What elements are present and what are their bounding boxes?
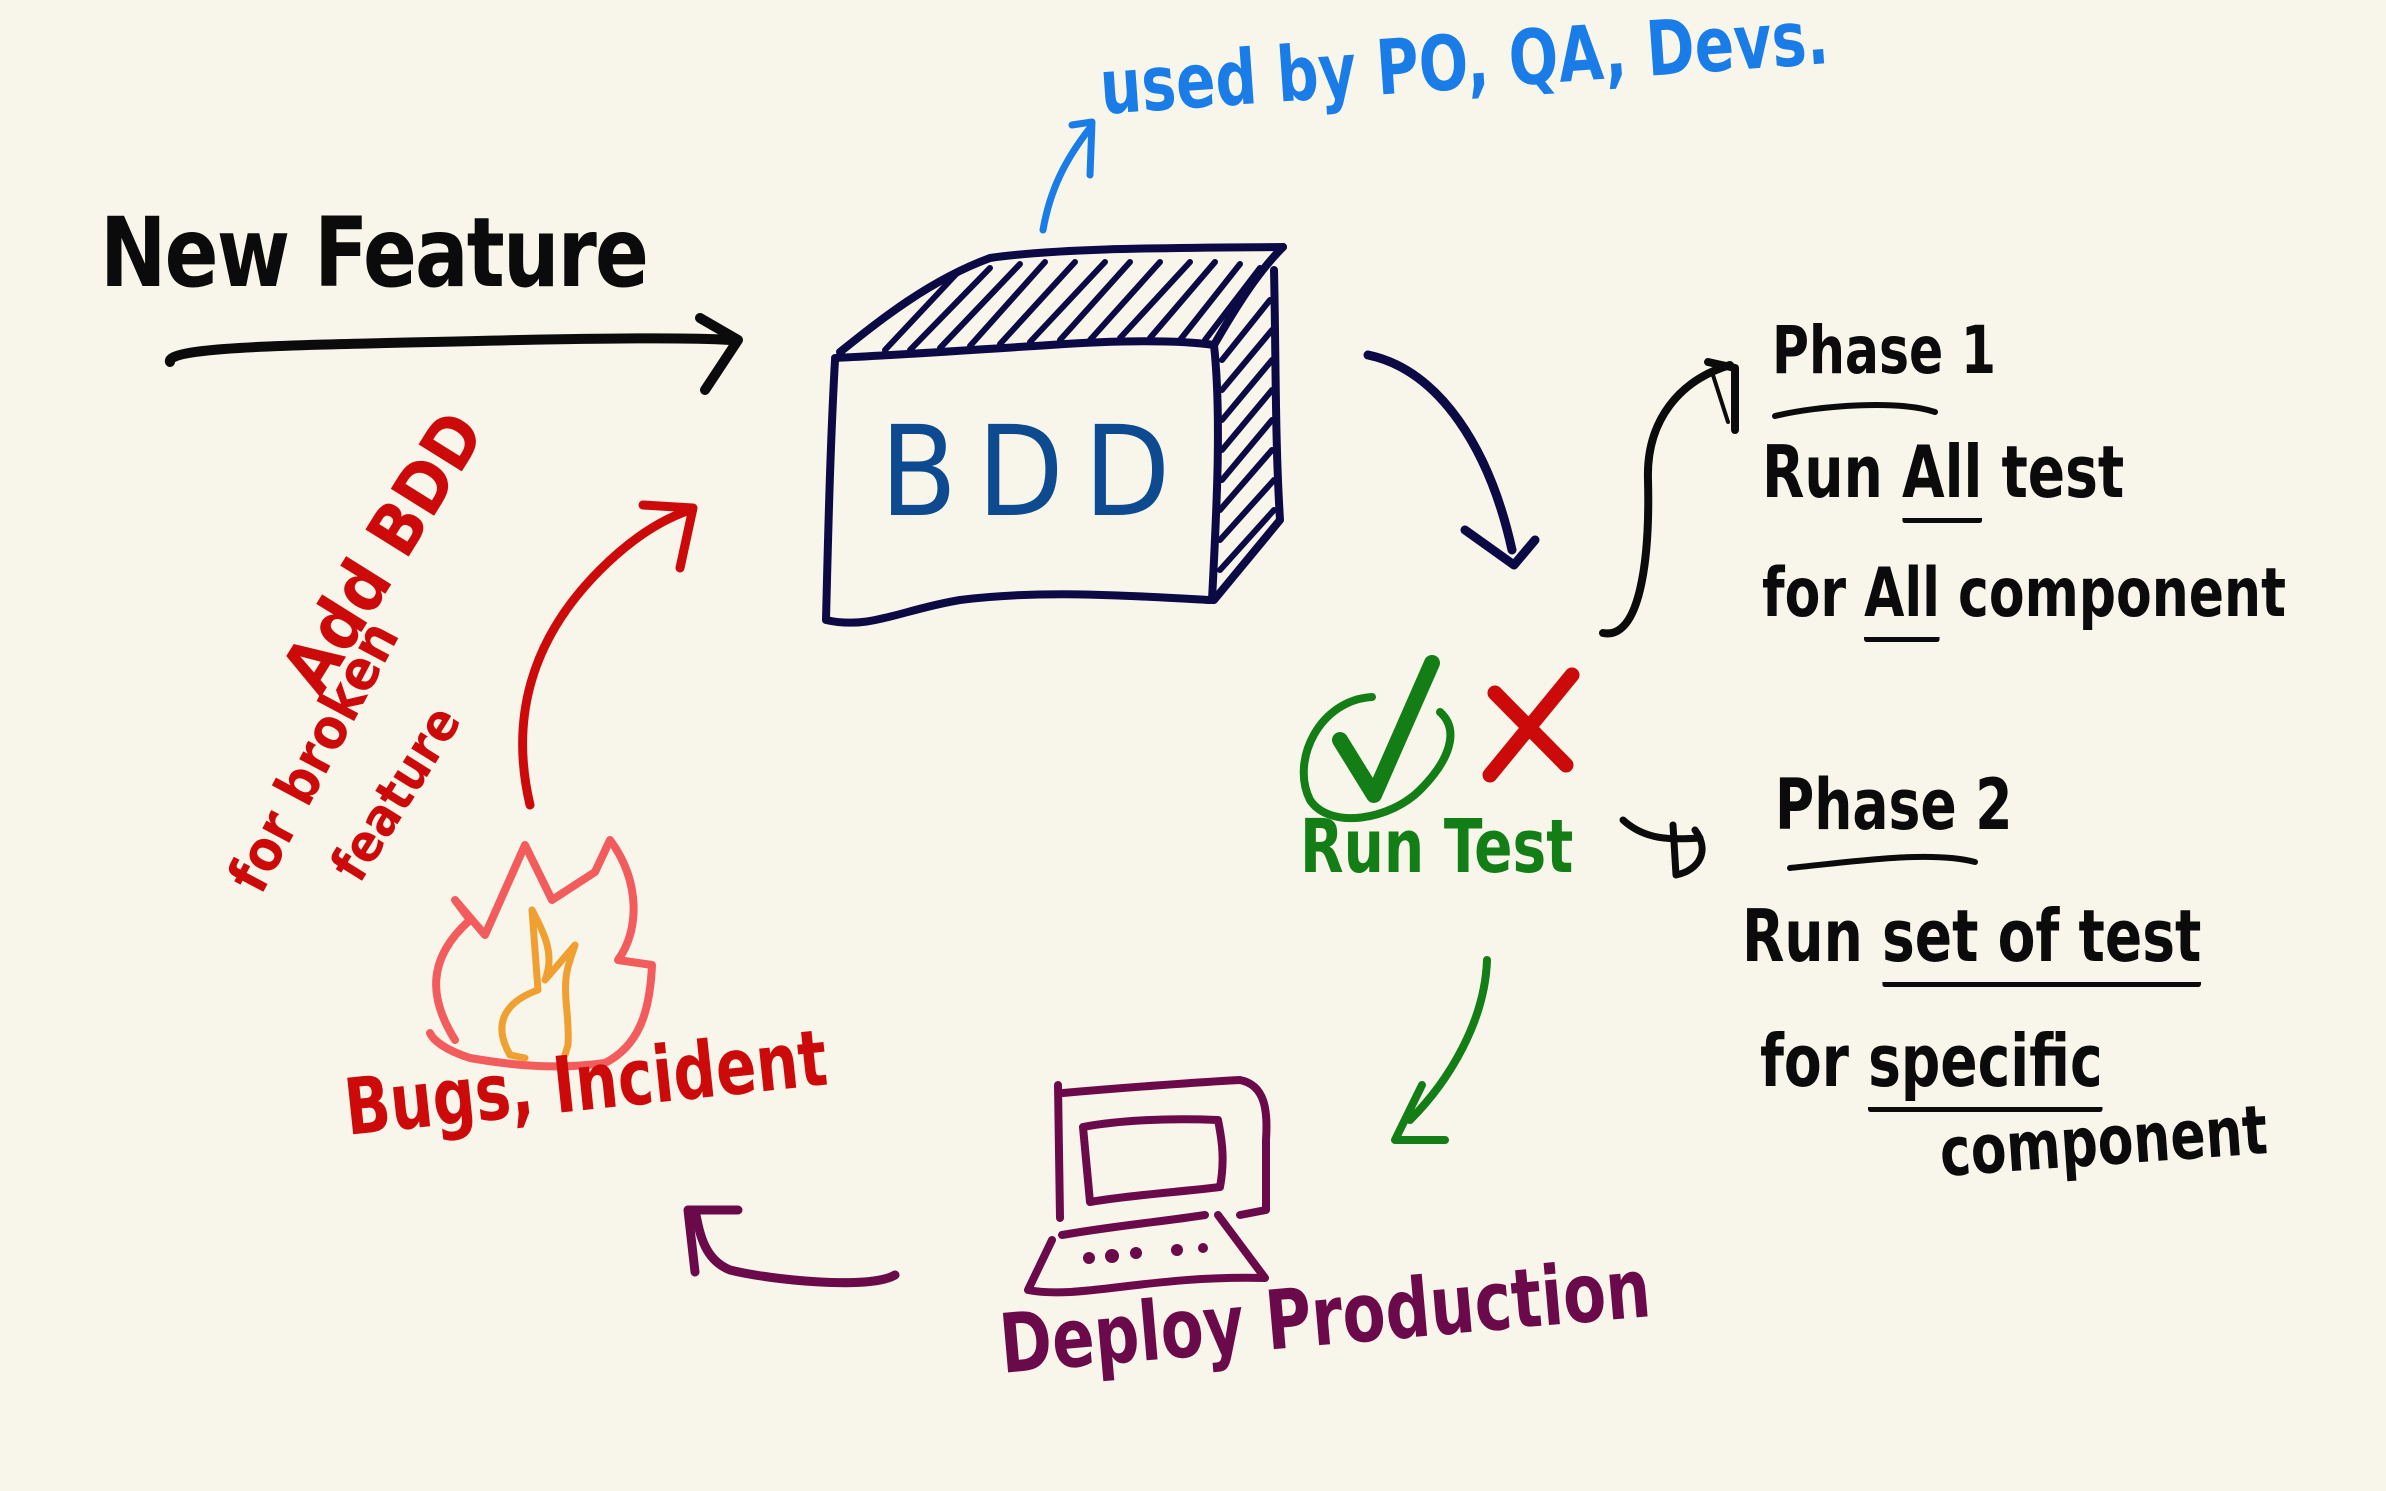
bdd-box-icon <box>822 243 1287 627</box>
bdd-label: BDD <box>880 400 1191 545</box>
arrow-deploy-to-bugs <box>683 1205 900 1288</box>
phase1-line1-suffix: test <box>2001 430 2125 514</box>
arrow-bugs-to-bdd <box>518 500 698 810</box>
phase2-line1-emph: set of test <box>1881 894 2202 987</box>
arrow-run-test-to-phase1 <box>1599 358 1739 638</box>
run-test-label: Run Test <box>1300 804 1574 890</box>
phase1-line1-emph: All <box>1901 430 1983 523</box>
phase2-title: Phase 2 <box>1775 764 2013 846</box>
phase1-title-underline <box>1772 402 1938 419</box>
phase1-line2-suffix: component <box>1958 554 2286 633</box>
phase2-line2-prefix: for <box>1760 1019 1849 1103</box>
new-feature-label: New Feature <box>100 197 649 309</box>
arrow-bdd-to-run-test <box>1363 350 1540 570</box>
phase1-line2: for All component <box>1762 554 2286 642</box>
cross-icon <box>1482 667 1580 783</box>
phase2-line2: for specific <box>1760 1019 2103 1112</box>
arrow-annotation-to-bdd <box>1039 118 1096 234</box>
phase1-line1-prefix: Run <box>1762 430 1883 514</box>
phase1-title: Phase 1 <box>1772 312 1996 389</box>
computer-icon <box>1024 1076 1271 1297</box>
phase1-line2-emph: All <box>1864 554 1940 642</box>
arrow-run-test-to-phase2 <box>1619 816 1706 879</box>
phase2-line1: Run set of test <box>1742 894 2202 987</box>
arrow-run-test-to-deploy <box>1391 956 1491 1144</box>
arrow-new-feature-to-bdd <box>165 313 743 395</box>
phase1-line2-prefix: for <box>1762 554 1846 633</box>
fire-icon <box>426 836 656 1071</box>
check-circle-icon <box>1299 655 1455 823</box>
phase2-title-underline <box>1787 853 1978 871</box>
phase1-line1: Run All test <box>1762 430 2124 523</box>
phase2-line1-prefix: Run <box>1742 894 1863 978</box>
phase2-line2-emph: specific <box>1868 1019 2103 1112</box>
